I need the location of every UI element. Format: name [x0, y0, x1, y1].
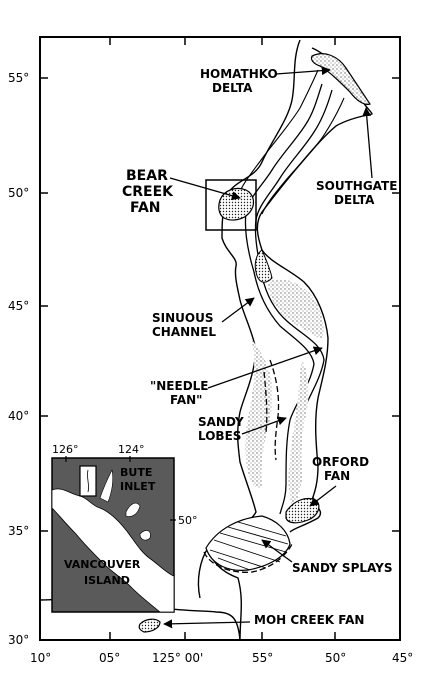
label-sandy-lobes-2: LOBES — [198, 429, 241, 443]
arrow-moh — [163, 619, 251, 629]
inset-map — [51, 457, 175, 613]
sandy-deposit-east — [288, 360, 309, 506]
lat-tick-50: 50° — [8, 186, 29, 200]
lat-tick-55: 55° — [8, 71, 29, 85]
lat-tick-40: 40° — [8, 409, 29, 423]
label-orford-1: ORFORD — [312, 455, 369, 469]
label-bear-2: CREEK — [122, 184, 174, 200]
bear-creek-fan-area — [218, 187, 255, 221]
latitude-ticks — [40, 77, 400, 532]
sandy-deposit-mid — [245, 340, 273, 489]
moh-creek-fan-area — [138, 618, 161, 633]
label-sandy-lobes-1: SANDY — [198, 415, 244, 429]
label-orford-2: FAN — [324, 469, 350, 483]
lon-tick-50: 50° — [325, 651, 346, 665]
lat-tick-35: 35° — [8, 524, 29, 538]
label-homathko-1: HOMATHKO — [200, 67, 278, 81]
homathko-delta-area — [310, 53, 371, 105]
lat-tick-30: 30° — [8, 633, 29, 647]
inset-island-label: ISLAND — [84, 574, 130, 587]
sinuous-channel — [244, 83, 323, 515]
sandy-splays-area — [203, 515, 293, 573]
bear-creek-fan-box — [205, 179, 257, 231]
label-needle-2: FAN" — [170, 393, 202, 407]
sandy-deposit-upper — [268, 279, 324, 340]
inset-lon-right: 124° — [118, 443, 145, 456]
longitude-ticks — [109, 37, 336, 640]
lon-tick-45: 45° — [392, 651, 413, 665]
arrow-southgate — [362, 107, 373, 179]
label-southgate-2: DELTA — [334, 193, 375, 207]
inset-vancouver-label: VANCOUVER — [64, 558, 141, 571]
inset-lat: 50° — [178, 514, 198, 527]
channel-belt-east — [261, 97, 345, 215]
inset-bute-label-1: BUTE — [120, 466, 152, 479]
label-bear-3: FAN — [130, 200, 161, 216]
channel-belt-center — [254, 249, 273, 283]
lon-tick-10: 10° — [30, 651, 51, 665]
label-sinuous-1: SINUOUS — [152, 311, 213, 325]
needle-fan-outline-2 — [263, 371, 268, 433]
arrow-sandy-lobes — [241, 416, 287, 435]
lon-tick-55: 55° — [252, 651, 273, 665]
arrow-homathko — [275, 66, 331, 76]
inset-bute-label-2: INLET — [120, 480, 156, 493]
lat-tick-45: 45° — [8, 299, 29, 313]
inset-lon-left: 126° — [52, 443, 79, 456]
map-frame — [39, 36, 401, 641]
label-needle-1: "NEEDLE — [150, 379, 209, 393]
lon-tick-05: 05° — [99, 651, 120, 665]
label-moh: MOH CREEK FAN — [254, 613, 364, 627]
inlet-shoreline-lower-west — [197, 547, 209, 599]
label-sinuous-2: CHANNEL — [152, 325, 216, 339]
arrow-orford — [309, 485, 337, 507]
label-bear-1: BEAR — [126, 168, 168, 184]
arrow-needle — [207, 346, 323, 389]
arrow-bear — [169, 177, 241, 201]
arrow-sandy-splays — [261, 539, 293, 563]
channel-belt-west — [237, 69, 319, 197]
label-sandy-splays: SANDY SPLAYS — [292, 561, 392, 575]
needle-fan-outline — [269, 359, 280, 461]
label-southgate-1: SOUTHGATE — [316, 179, 397, 193]
arrow-sinuous — [221, 297, 255, 323]
lon-tick-125: 125° 00' — [152, 651, 203, 665]
label-homathko-2: DELTA — [212, 81, 253, 95]
